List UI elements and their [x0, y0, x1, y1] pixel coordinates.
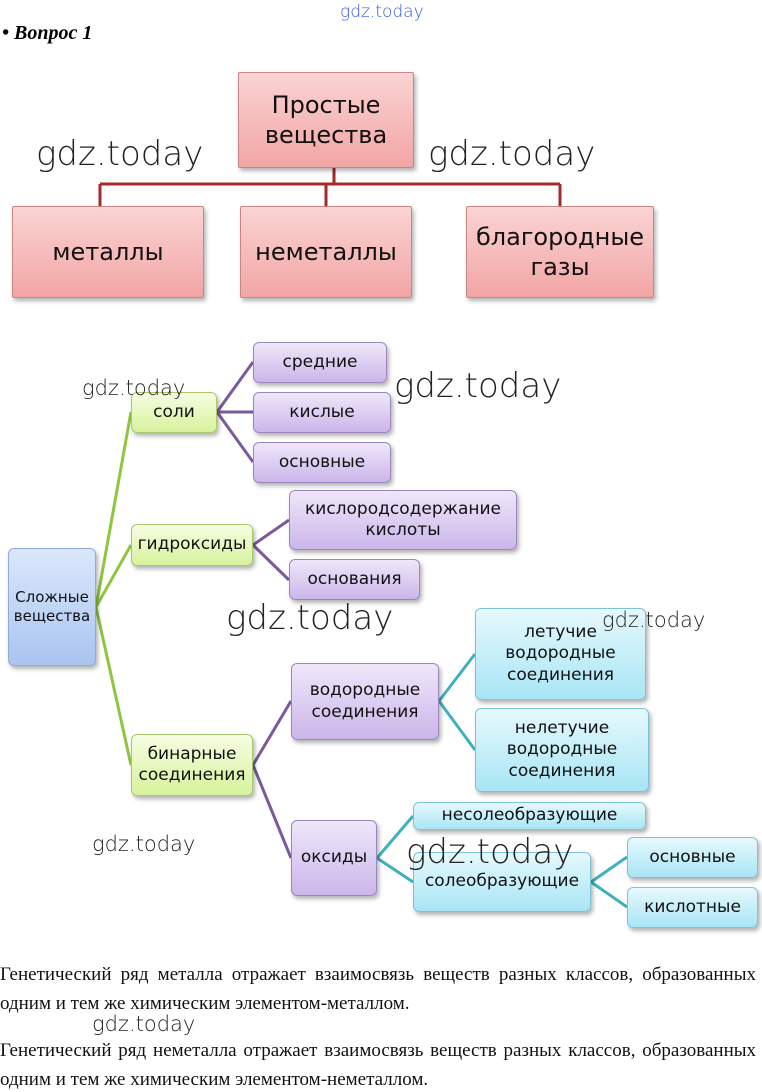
nonvolatile-hydrogen-box: нелетучие водородные соединения	[475, 708, 649, 792]
binary-compounds-box: бинарные соединения	[131, 734, 253, 796]
watermark: gdz.today	[602, 608, 706, 632]
watermark: gdz.today	[36, 134, 204, 174]
green-connectors	[94, 411, 133, 766]
watermark: gdz.today	[82, 376, 186, 400]
metals-box: металлы	[12, 206, 204, 298]
purple-connectors	[215, 361, 293, 859]
hydroxides-box: гидроксиды	[131, 524, 253, 566]
question-heading: • Вопрос 1	[2, 22, 93, 44]
noble-gases-box: благородные газы	[466, 206, 654, 298]
salt-basic-box: основные	[253, 442, 391, 483]
acidic-oxides-box: кислотные	[627, 887, 758, 928]
simple-connectors	[98, 168, 562, 206]
watermark: gdz.today	[394, 366, 562, 406]
simple-substances-box: Простые вещества	[238, 72, 414, 168]
basic-oxides-box: основные	[627, 837, 758, 878]
nonmetals-box: неметаллы	[240, 206, 412, 298]
paragraph-metal-series: Генетический ряд металла отражает взаимо…	[0, 964, 756, 1014]
volatile-hydrogen-box: летучие водородные соединения	[475, 608, 646, 700]
salt-forming-box: солеобразующие	[413, 852, 591, 912]
cyan-connectors	[375, 653, 628, 909]
salt-acid-box: кислые	[253, 392, 391, 433]
salts-box: соли	[131, 392, 217, 433]
complex-substances-box: Сложные вещества	[8, 548, 96, 666]
watermark: gdz.today	[92, 1012, 196, 1036]
watermark: gdz.today	[226, 598, 394, 638]
paragraph-nonmetal-series: Генетический ряд неметалла отражает взаи…	[0, 1040, 756, 1090]
watermark: gdz.today	[428, 134, 596, 174]
oxygen-acids-box: кислородсодержание кислоты	[289, 490, 517, 550]
bases-box: основания	[289, 559, 420, 600]
watermark: gdz.today	[92, 832, 196, 856]
oxides-box: оксиды	[291, 820, 377, 896]
non-salt-forming-box: несолеобразующие	[413, 802, 646, 830]
watermark: gdz.today	[406, 832, 574, 872]
salt-normal-box: средние	[253, 342, 387, 383]
watermark-top: gdz.today	[340, 2, 424, 22]
hydrogen-compounds-box: водородные соединения	[291, 663, 439, 740]
